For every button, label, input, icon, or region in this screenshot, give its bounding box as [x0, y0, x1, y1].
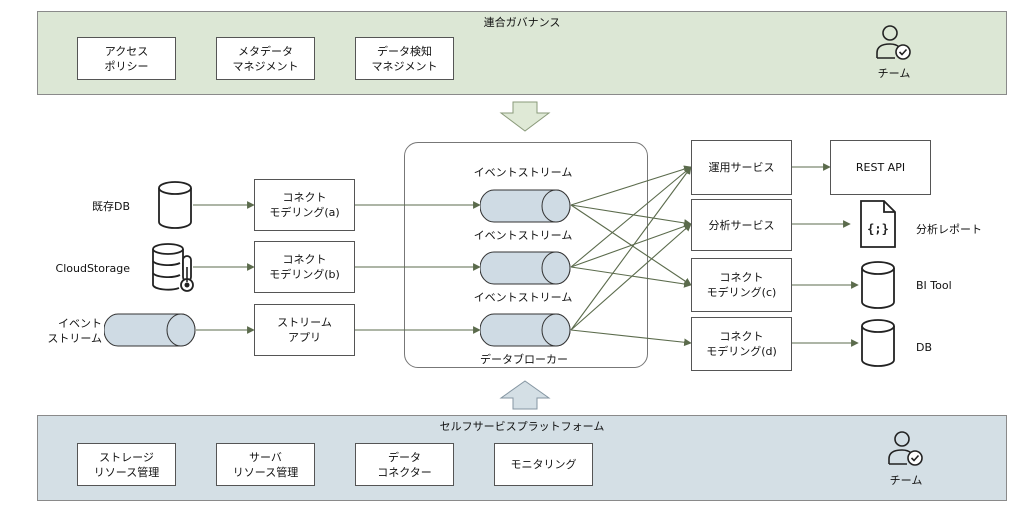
platform-title: セルフサービスプラットフォーム: [439, 420, 605, 433]
connect-modeling-a-box[interactable]: コネクト モデリング(a): [254, 179, 355, 231]
platform-team-label: チーム: [889, 474, 923, 487]
data-connector-box[interactable]: データ コネクター: [355, 443, 454, 486]
monitoring-box[interactable]: モニタリング: [494, 443, 593, 486]
stream-app-box[interactable]: ストリーム アプリ: [254, 304, 355, 356]
svg-text:{;}: {;}: [867, 222, 889, 236]
data-broker-label: データブローカー: [480, 353, 568, 366]
event-stream-cylinder-icon: [480, 251, 571, 285]
governance-team-label: チーム: [877, 67, 911, 80]
data-detection-management-box[interactable]: データ検知 マネジメント: [355, 37, 454, 80]
governance-panel: 連合ガバナンス: [37, 11, 1007, 95]
report-document-icon: {;}: [860, 200, 896, 248]
analysis-report-label: 分析レポート: [916, 223, 982, 236]
cloud-storage-icon: [152, 243, 194, 292]
event-stream-label: イベントストリーム: [473, 166, 573, 179]
analysis-service-box[interactable]: 分析サービス: [691, 199, 792, 251]
up-block-arrow-icon: [499, 380, 551, 410]
cloud-storage-label: CloudStorage: [55, 262, 130, 275]
governance-title: 連合ガバナンス: [483, 16, 561, 29]
db-label: DB: [916, 341, 933, 354]
connect-modeling-c-box[interactable]: コネクト モデリング(c): [691, 258, 792, 312]
rest-api-box[interactable]: REST API: [830, 140, 931, 195]
event-stream-label: イベントストリーム: [473, 229, 573, 242]
team-icon: [888, 431, 923, 466]
data-broker-container: [404, 142, 648, 368]
event-stream-source-label: イベント ストリーム: [47, 317, 102, 345]
event-stream-label: イベントストリーム: [473, 291, 573, 304]
database-icon: [861, 261, 895, 309]
down-block-arrow-icon: [499, 101, 551, 132]
team-icon: [876, 25, 911, 60]
event-stream-cylinder-icon: [480, 313, 571, 347]
server-resource-box[interactable]: サーバ リソース管理: [216, 443, 315, 486]
event-stream-cylinder-icon: [104, 313, 196, 347]
ops-service-box[interactable]: 運用サービス: [691, 140, 792, 195]
storage-resource-box[interactable]: ストレージ リソース管理: [77, 443, 176, 486]
database-icon: [861, 319, 895, 367]
bi-tool-label: BI Tool: [916, 279, 952, 292]
existing-db-label: 既存DB: [91, 200, 130, 213]
metadata-management-box[interactable]: メタデータ マネジメント: [216, 37, 315, 80]
database-icon: [158, 181, 192, 229]
access-policy-box[interactable]: アクセス ポリシー: [77, 37, 176, 80]
connect-modeling-d-box[interactable]: コネクト モデリング(d): [691, 317, 792, 371]
event-stream-cylinder-icon: [480, 189, 571, 223]
connect-modeling-b-box[interactable]: コネクト モデリング(b): [254, 241, 355, 293]
